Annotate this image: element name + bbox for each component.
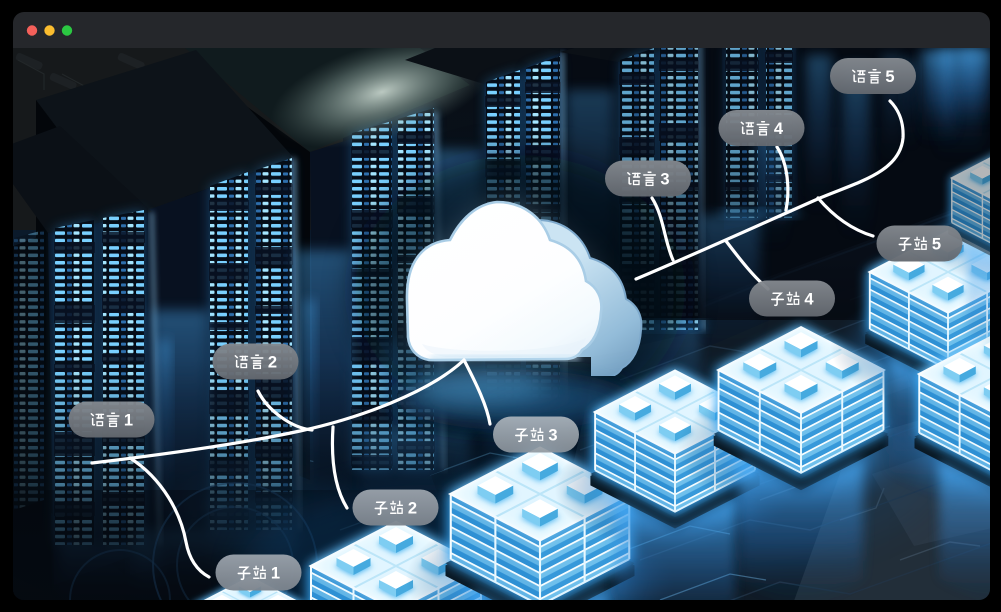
- svg-text:2: 2: [408, 500, 417, 518]
- svg-text:1: 1: [124, 412, 133, 430]
- svg-text:5: 5: [885, 68, 894, 86]
- svg-text:2: 2: [268, 354, 277, 372]
- svg-text:3: 3: [660, 171, 669, 189]
- svg-text:3: 3: [548, 427, 557, 445]
- svg-text:1: 1: [271, 565, 280, 583]
- svg-text:4: 4: [774, 120, 784, 138]
- svg-text:5: 5: [932, 236, 941, 254]
- svg-text:4: 4: [804, 291, 814, 309]
